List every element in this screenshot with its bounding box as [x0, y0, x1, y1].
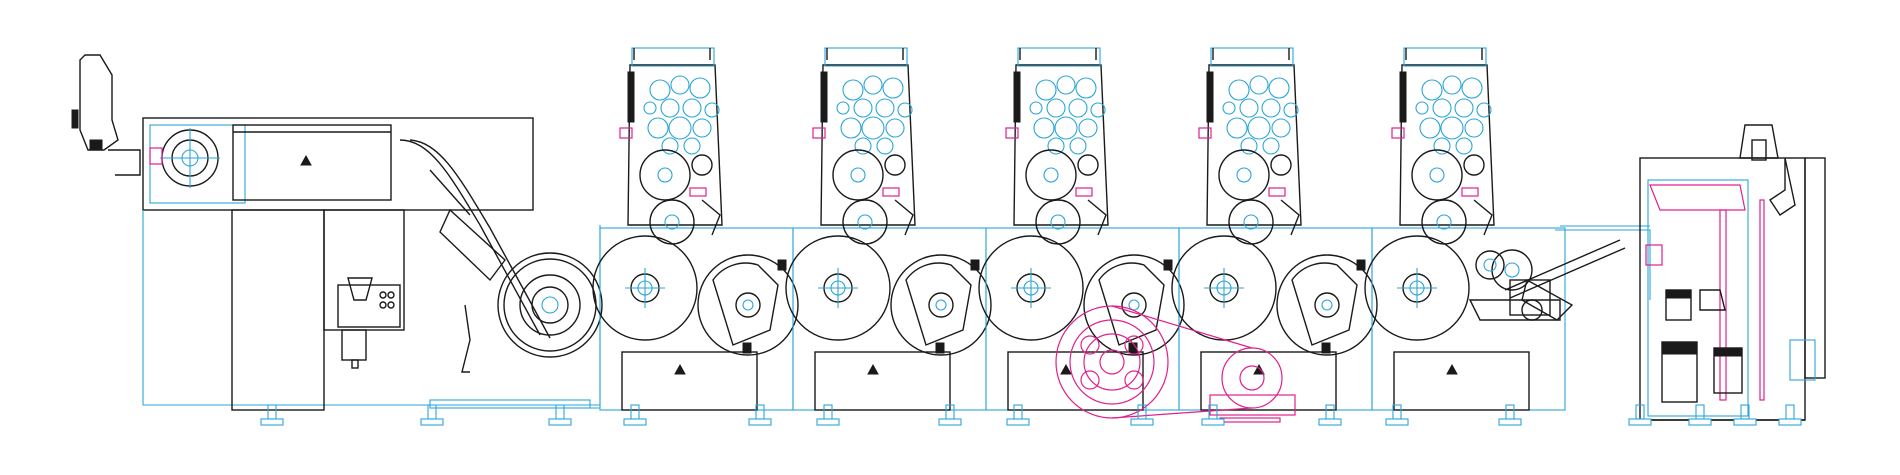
- foot-stem: [1325, 404, 1335, 420]
- print-unit-3: [978, 47, 1185, 411]
- foot-pad: [548, 418, 572, 426]
- foot-pad: [1688, 418, 1712, 426]
- foot-pad: [1733, 418, 1757, 426]
- foot-pad: [1385, 418, 1409, 426]
- foot-stem: [1695, 404, 1705, 420]
- foot-pad: [748, 418, 772, 426]
- foot-pad: [1628, 418, 1652, 426]
- warning-triangle-icon: [867, 363, 879, 375]
- print-unit-1: [592, 47, 799, 411]
- foot-pad: [1498, 418, 1522, 426]
- foot-pad: [938, 418, 962, 426]
- main-drive: [1055, 305, 1296, 423]
- print-unit-2: [785, 47, 992, 411]
- foot-stem: [630, 404, 640, 420]
- motor-assembly: [1661, 289, 1743, 403]
- foot-pad: [260, 418, 284, 426]
- foot-pad: [623, 418, 647, 426]
- pump-unit: [337, 277, 401, 369]
- foot-stem: [1505, 404, 1515, 420]
- print-unit-4: [1171, 47, 1378, 411]
- warning-triangle-icon: [674, 363, 686, 375]
- foot-pad: [1318, 418, 1342, 426]
- foot-stem: [1785, 404, 1795, 420]
- foot-stem: [823, 404, 833, 420]
- foot-pad: [1778, 418, 1802, 426]
- print-unit-5: [1364, 47, 1574, 411]
- delivery-section: [1468, 124, 1806, 421]
- foot-pad: [816, 418, 840, 426]
- foot-stem: [1013, 404, 1023, 420]
- foot-stem: [267, 404, 277, 420]
- foot-stem: [427, 404, 437, 420]
- foot-pad: [1201, 418, 1225, 426]
- foot-pad: [420, 418, 444, 426]
- delivery-guards: [1789, 157, 1826, 381]
- foot-pad: [1006, 418, 1030, 426]
- foot-pad: [1130, 418, 1154, 426]
- foot-stem: [555, 404, 565, 420]
- unwind-section: [71, 54, 603, 411]
- warning-triangle-icon: [300, 154, 312, 166]
- warning-triangle-icon: [1253, 363, 1265, 375]
- leveling-feet: [260, 404, 1802, 426]
- warning-triangle-icon: [1446, 363, 1458, 375]
- warning-triangle-icon: [1060, 363, 1072, 375]
